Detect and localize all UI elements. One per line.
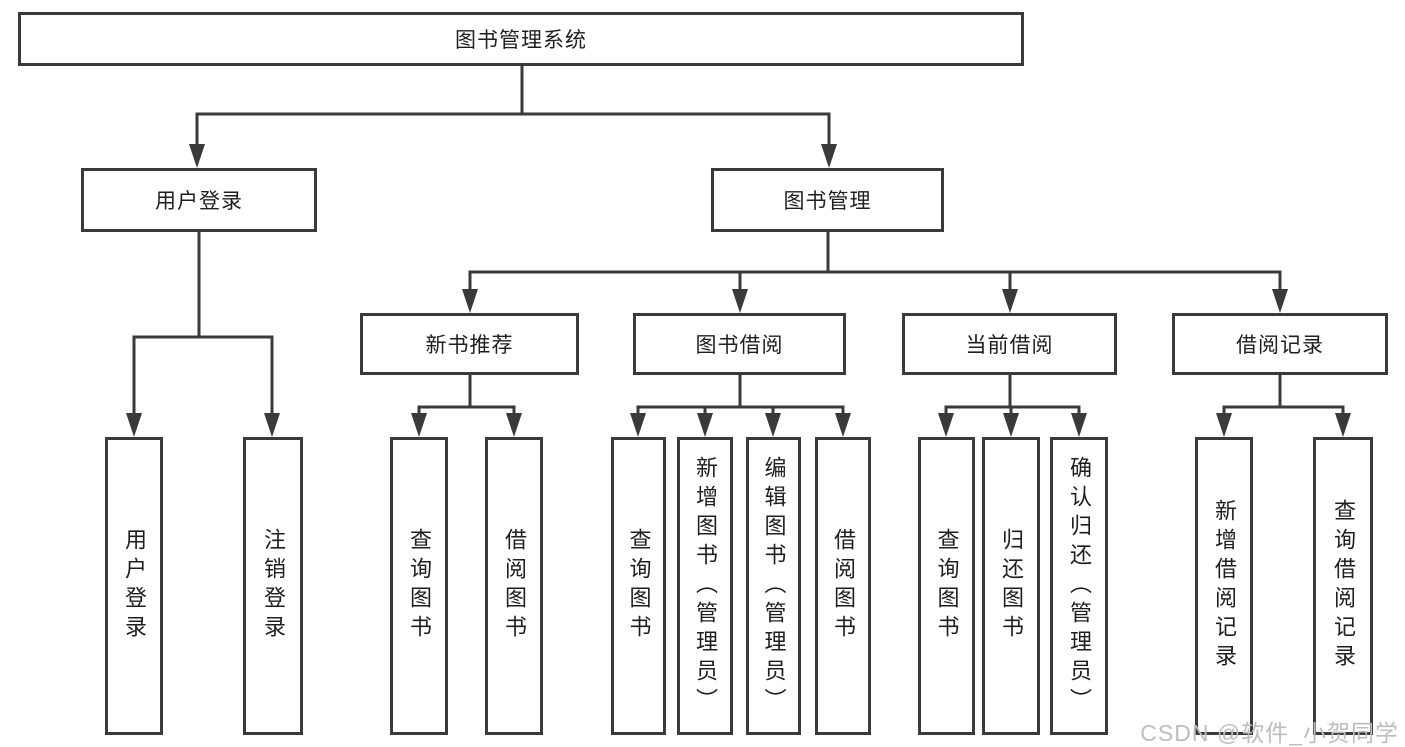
leaf-label: 查询图书 <box>934 528 960 644</box>
leaf-label: 新增借阅记录 <box>1212 499 1237 673</box>
leaf-add-books-admin: 新增图书（管理员） <box>677 437 733 735</box>
leaf-return-books: 归还图书 <box>982 437 1040 735</box>
leaf-borrow-books: 借阅图书 <box>815 437 871 735</box>
node-current-borrow: 当前借阅 <box>902 313 1117 375</box>
node-book-borrow: 图书借阅 <box>633 313 846 375</box>
leaf-query-books-current: 查询图书 <box>918 437 975 735</box>
node-new-book-recommend: 新书推荐 <box>360 313 579 375</box>
leaf-label: 查询图书 <box>626 528 652 644</box>
node-user-login: 用户登录 <box>81 168 317 232</box>
leaf-label: 新增图书（管理员） <box>693 455 718 717</box>
leaf-label: 查询借阅记录 <box>1331 499 1356 673</box>
leaf-label: 确认归还（管理员） <box>1067 455 1092 717</box>
connector-book-borrow-to-leaves <box>630 375 851 437</box>
connector-borrow-records-to-leaves <box>1216 375 1351 437</box>
leaf-query-borrow-record: 查询借阅记录 <box>1313 437 1373 735</box>
leaf-label: 查询图书 <box>407 528 432 644</box>
leaf-logout: 注销登录 <box>243 437 303 735</box>
leaf-confirm-return-admin: 确认归还（管理员） <box>1050 437 1108 735</box>
connector-book-management-to-level3 <box>462 232 1288 313</box>
node-borrow-records: 借阅记录 <box>1172 313 1388 375</box>
leaf-user-login: 用户登录 <box>105 437 163 735</box>
leaf-label: 借阅图书 <box>831 528 856 644</box>
leaf-label: 归还图书 <box>999 528 1024 644</box>
leaf-query-books-recommend: 查询图书 <box>390 437 448 735</box>
csdn-watermark: CSDN @软件_小贺同学 <box>1140 720 1399 746</box>
connector-current-borrow-to-leaves <box>938 375 1087 437</box>
leaf-add-borrow-record: 新增借阅记录 <box>1195 437 1253 735</box>
connector-new-book-to-leaves <box>411 375 522 437</box>
leaf-edit-books-admin: 编辑图书（管理员） <box>746 437 801 735</box>
connector-root-to-level2 <box>189 66 837 168</box>
leaf-label: 注销登录 <box>261 528 286 644</box>
node-root: 图书管理系统 <box>18 12 1024 66</box>
connector-user-login-to-leaves <box>126 232 280 437</box>
leaf-label: 用户登录 <box>122 528 147 644</box>
leaf-query-books-borrow: 查询图书 <box>611 437 666 735</box>
leaf-label: 编辑图书（管理员） <box>761 455 787 717</box>
node-book-management: 图书管理 <box>711 168 944 232</box>
leaf-label: 借阅图书 <box>502 528 527 644</box>
leaf-borrow-books-recommend: 借阅图书 <box>485 437 543 735</box>
